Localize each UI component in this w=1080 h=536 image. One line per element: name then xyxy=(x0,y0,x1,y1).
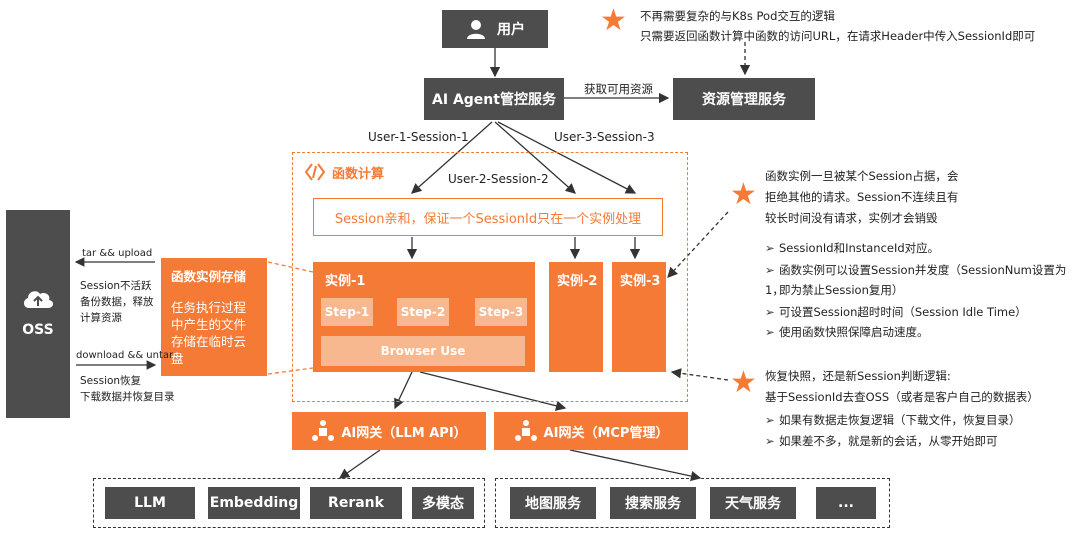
step-3-label: Step-3 xyxy=(478,305,524,319)
instance-2-label: 实例-2 xyxy=(557,274,598,289)
download-label: download && untar xyxy=(76,350,174,361)
right-note-2-bullet-1: ➢ 如果有数据走恢复逻辑（下载文件，恢复目录） xyxy=(765,410,1021,430)
step-1-label: Step-1 xyxy=(324,305,370,319)
instance-3-label: 实例-3 xyxy=(620,274,661,289)
gateway-llm: AI网关（LLM API） xyxy=(292,412,486,450)
bullet-text: 如果有数据走恢复逻辑（下载文件，恢复目录） xyxy=(779,413,1021,427)
browser-use-box: Browser Use xyxy=(321,336,525,366)
llm-services-group xyxy=(93,478,485,528)
right-note-2-line-1: 恢复快照，还是新Session判断逻辑: xyxy=(765,369,951,383)
download-note-2: 下载数据并恢复目录 xyxy=(80,391,175,403)
star-icon: ★ xyxy=(730,177,757,212)
service-llm-label: LLM xyxy=(134,495,166,511)
star-icon: ★ xyxy=(730,365,757,400)
service-more: ... xyxy=(816,487,876,519)
arrow-bullet-icon: ➢ xyxy=(765,434,775,448)
right-note-2-line-2: 基于SessionId去查OSS（或者是客户自己的数据表） xyxy=(765,390,1039,404)
bullet-text: 可设置Session超时时间（Session Idle Time） xyxy=(779,305,1027,319)
session-label-1: User-1-Session-1 xyxy=(368,130,469,144)
step-2: Step-2 xyxy=(397,298,449,326)
person-icon xyxy=(467,20,485,39)
gateway-icon xyxy=(312,420,335,441)
session-label-2: User-2-Session-2 xyxy=(448,172,549,186)
right-note-2-bullet-2: ➢ 如果差不多，就是新的会话，从零开始即可 xyxy=(765,431,998,451)
agent-box: AI Agent管控服务 xyxy=(424,78,564,120)
user-box: 用户 xyxy=(442,10,548,48)
fc-title: 函数计算 xyxy=(332,166,385,182)
instance-storage-box: 函数实例存储 任务执行过程中产生的文件存储在临时云盘 xyxy=(161,258,267,376)
step-1: Step-1 xyxy=(321,298,373,326)
arrow-bullet-icon: ➢ xyxy=(765,413,775,427)
service-map-label: 地图服务 xyxy=(525,496,581,512)
bullet-text: 如果差不多，就是新的会话，从零开始即可 xyxy=(779,434,998,448)
service-llm: LLM xyxy=(105,487,195,519)
right-note-1-bullet-2: ➢函数实例可以设置Session并发度（SessionNum设置为1， xyxy=(765,260,1080,300)
service-search: 搜索服务 xyxy=(610,487,696,519)
service-search-label: 搜索服务 xyxy=(625,496,681,512)
service-multimodal: 多模态 xyxy=(412,487,474,519)
right-note-1-bullet-1: ➢ SessionId和InstanceId对应。 xyxy=(765,238,939,258)
gateway-icon xyxy=(514,420,537,441)
arrow-bullet-icon: ➢ xyxy=(765,241,775,255)
affinity-label: Session亲和，保证一个SessionId只在一个实例处理 xyxy=(334,211,642,227)
storage-desc: 任务执行过程中产生的文件存储在临时云盘 xyxy=(171,300,247,366)
cloud-upload-icon xyxy=(23,291,54,308)
service-embedding: Embedding xyxy=(208,487,300,519)
service-map: 地图服务 xyxy=(510,487,596,519)
upload-note-3: 计算资源 xyxy=(80,312,122,324)
arrow-bullet-icon: ➢ xyxy=(765,305,775,319)
right-note-1-line-1: 函数实例一旦被某个Session占据，会 xyxy=(765,169,959,183)
instance-1-label: 实例-1 xyxy=(325,274,366,289)
instance-3: 实例-3 xyxy=(612,262,666,372)
right-note-1-line-2: 拒绝其他的请求。Session不连续且有 xyxy=(765,190,959,204)
upload-note-2: 备份数据，释放 xyxy=(80,296,154,308)
service-multimodal-label: 多模态 xyxy=(422,496,464,512)
star-icon: ★ xyxy=(600,3,627,38)
right-note-1-bullet-4: ➢ 使用函数快照保障启动速度。 xyxy=(765,322,929,342)
mcp-services-group xyxy=(495,478,890,528)
oss-box: OSS xyxy=(6,210,70,418)
arrow-bullet-icon: ➢ xyxy=(765,325,775,339)
upload-label: tar && upload xyxy=(82,248,153,259)
gateway-mcp: AI网关（MCP管理） xyxy=(494,412,688,450)
browser-use-label: Browser Use xyxy=(380,344,466,358)
right-note-1-bullet-2-cont: 即为禁止Session复用） xyxy=(779,280,903,300)
service-embedding-label: Embedding xyxy=(209,495,299,511)
gateway-llm-label: AI网关（LLM API） xyxy=(341,425,467,441)
storage-title: 函数实例存储 xyxy=(171,269,247,284)
right-note-1-bullet-3: ➢ 可设置Session超时时间（Session Idle Time） xyxy=(765,302,1027,322)
user-label: 用户 xyxy=(497,22,525,38)
resource-box: 资源管理服务 xyxy=(673,78,815,120)
service-more-label: ... xyxy=(838,495,854,511)
top-note-1: 不再需要复杂的与K8s Pod交互的逻辑 xyxy=(640,9,835,23)
bullet-text: SessionId和InstanceId对应。 xyxy=(779,241,940,255)
affinity-box: Session亲和，保证一个SessionId只在一个实例处理 xyxy=(313,198,663,236)
right-note-1-line-3: 较长时间没有请求，实例才会销毁 xyxy=(765,211,938,225)
service-weather: 天气服务 xyxy=(710,487,796,519)
gateway-mcp-label: AI网关（MCP管理） xyxy=(543,425,669,441)
resource-label: 资源管理服务 xyxy=(702,92,786,108)
function-compute-container xyxy=(292,152,688,402)
step-3: Step-3 xyxy=(475,298,527,326)
function-compute-icon xyxy=(304,163,326,181)
upload-note-1: Session不活跃 xyxy=(80,280,152,292)
get-resource-label: 获取可用资源 xyxy=(584,82,653,96)
oss-label: OSS xyxy=(22,322,54,338)
instance-2: 实例-2 xyxy=(549,262,603,372)
top-note-2: 只需要返回函数计算中函数的访问URL，在请求Header中传入SessionId… xyxy=(640,29,1036,43)
instance-1: 实例-1 Step-1 Step-2 Step-3 Browser Use xyxy=(313,262,535,372)
fc-title-group: 函数计算 xyxy=(304,162,384,182)
bullet-text: 使用函数快照保障启动速度。 xyxy=(779,325,929,339)
agent-label: AI Agent管控服务 xyxy=(432,92,556,108)
service-rerank-label: Rerank xyxy=(328,495,384,511)
arrow-bullet-icon: ➢ xyxy=(765,263,775,277)
bullet-text: 即为禁止Session复用） xyxy=(779,283,904,297)
service-rerank: Rerank xyxy=(310,487,402,519)
session-label-3: User-3-Session-3 xyxy=(554,130,655,144)
bullet-text: 函数实例可以设置Session并发度（SessionNum设置为1， xyxy=(765,263,1067,297)
step-2-label: Step-2 xyxy=(400,305,446,319)
service-weather-label: 天气服务 xyxy=(725,496,781,512)
download-note-1: Session恢复 xyxy=(80,375,142,387)
